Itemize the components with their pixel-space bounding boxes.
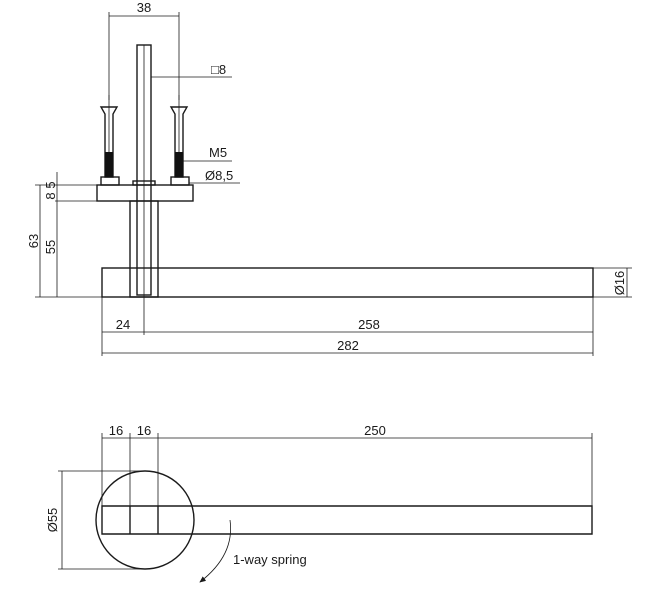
screw-nut-right: [170, 176, 190, 186]
dim-rose-offset: 5: [43, 181, 58, 188]
dim-screw-hole: Ø8,5: [205, 168, 233, 183]
dim-rose-thickness: 8: [43, 192, 58, 199]
dim-neck-width-1: 16: [109, 423, 123, 438]
dim-spindle-offset: 24: [116, 317, 130, 332]
lever-bar: [101, 267, 594, 298]
spring-label: 1-way spring: [233, 552, 307, 567]
dim-lever-length: 258: [358, 317, 380, 332]
dim-pin-spacing: 38: [137, 0, 151, 15]
screw-nut-center: [132, 180, 156, 186]
rose-circle: [95, 470, 195, 570]
screw-left: [99, 95, 119, 178]
dim-total-height: 63: [26, 234, 41, 248]
spring-rotation-arrow: [199, 519, 232, 583]
dim-total-length: 282: [337, 338, 359, 353]
screw-right: [169, 95, 189, 178]
side-view: 38 □8 M5 Ø8,5 8 5 55 63 Ø16 24 258 282: [26, 0, 632, 356]
dim-lever-diameter: Ø16: [612, 271, 627, 296]
lever-top-outline: [101, 505, 593, 535]
dim-screw-thread: M5: [209, 145, 227, 160]
dim-neck-width-2: 16: [137, 423, 151, 438]
dim-neck-height: 55: [43, 240, 58, 254]
dim-spindle-square: □8: [211, 62, 226, 77]
top-view: 16 16 250 Ø55 1-way spring: [45, 423, 593, 583]
screw-nut-left: [100, 176, 120, 186]
dim-rose-diameter: Ø55: [45, 508, 60, 533]
dim-lever-length-top: 250: [364, 423, 386, 438]
rose-plate: [96, 184, 194, 202]
